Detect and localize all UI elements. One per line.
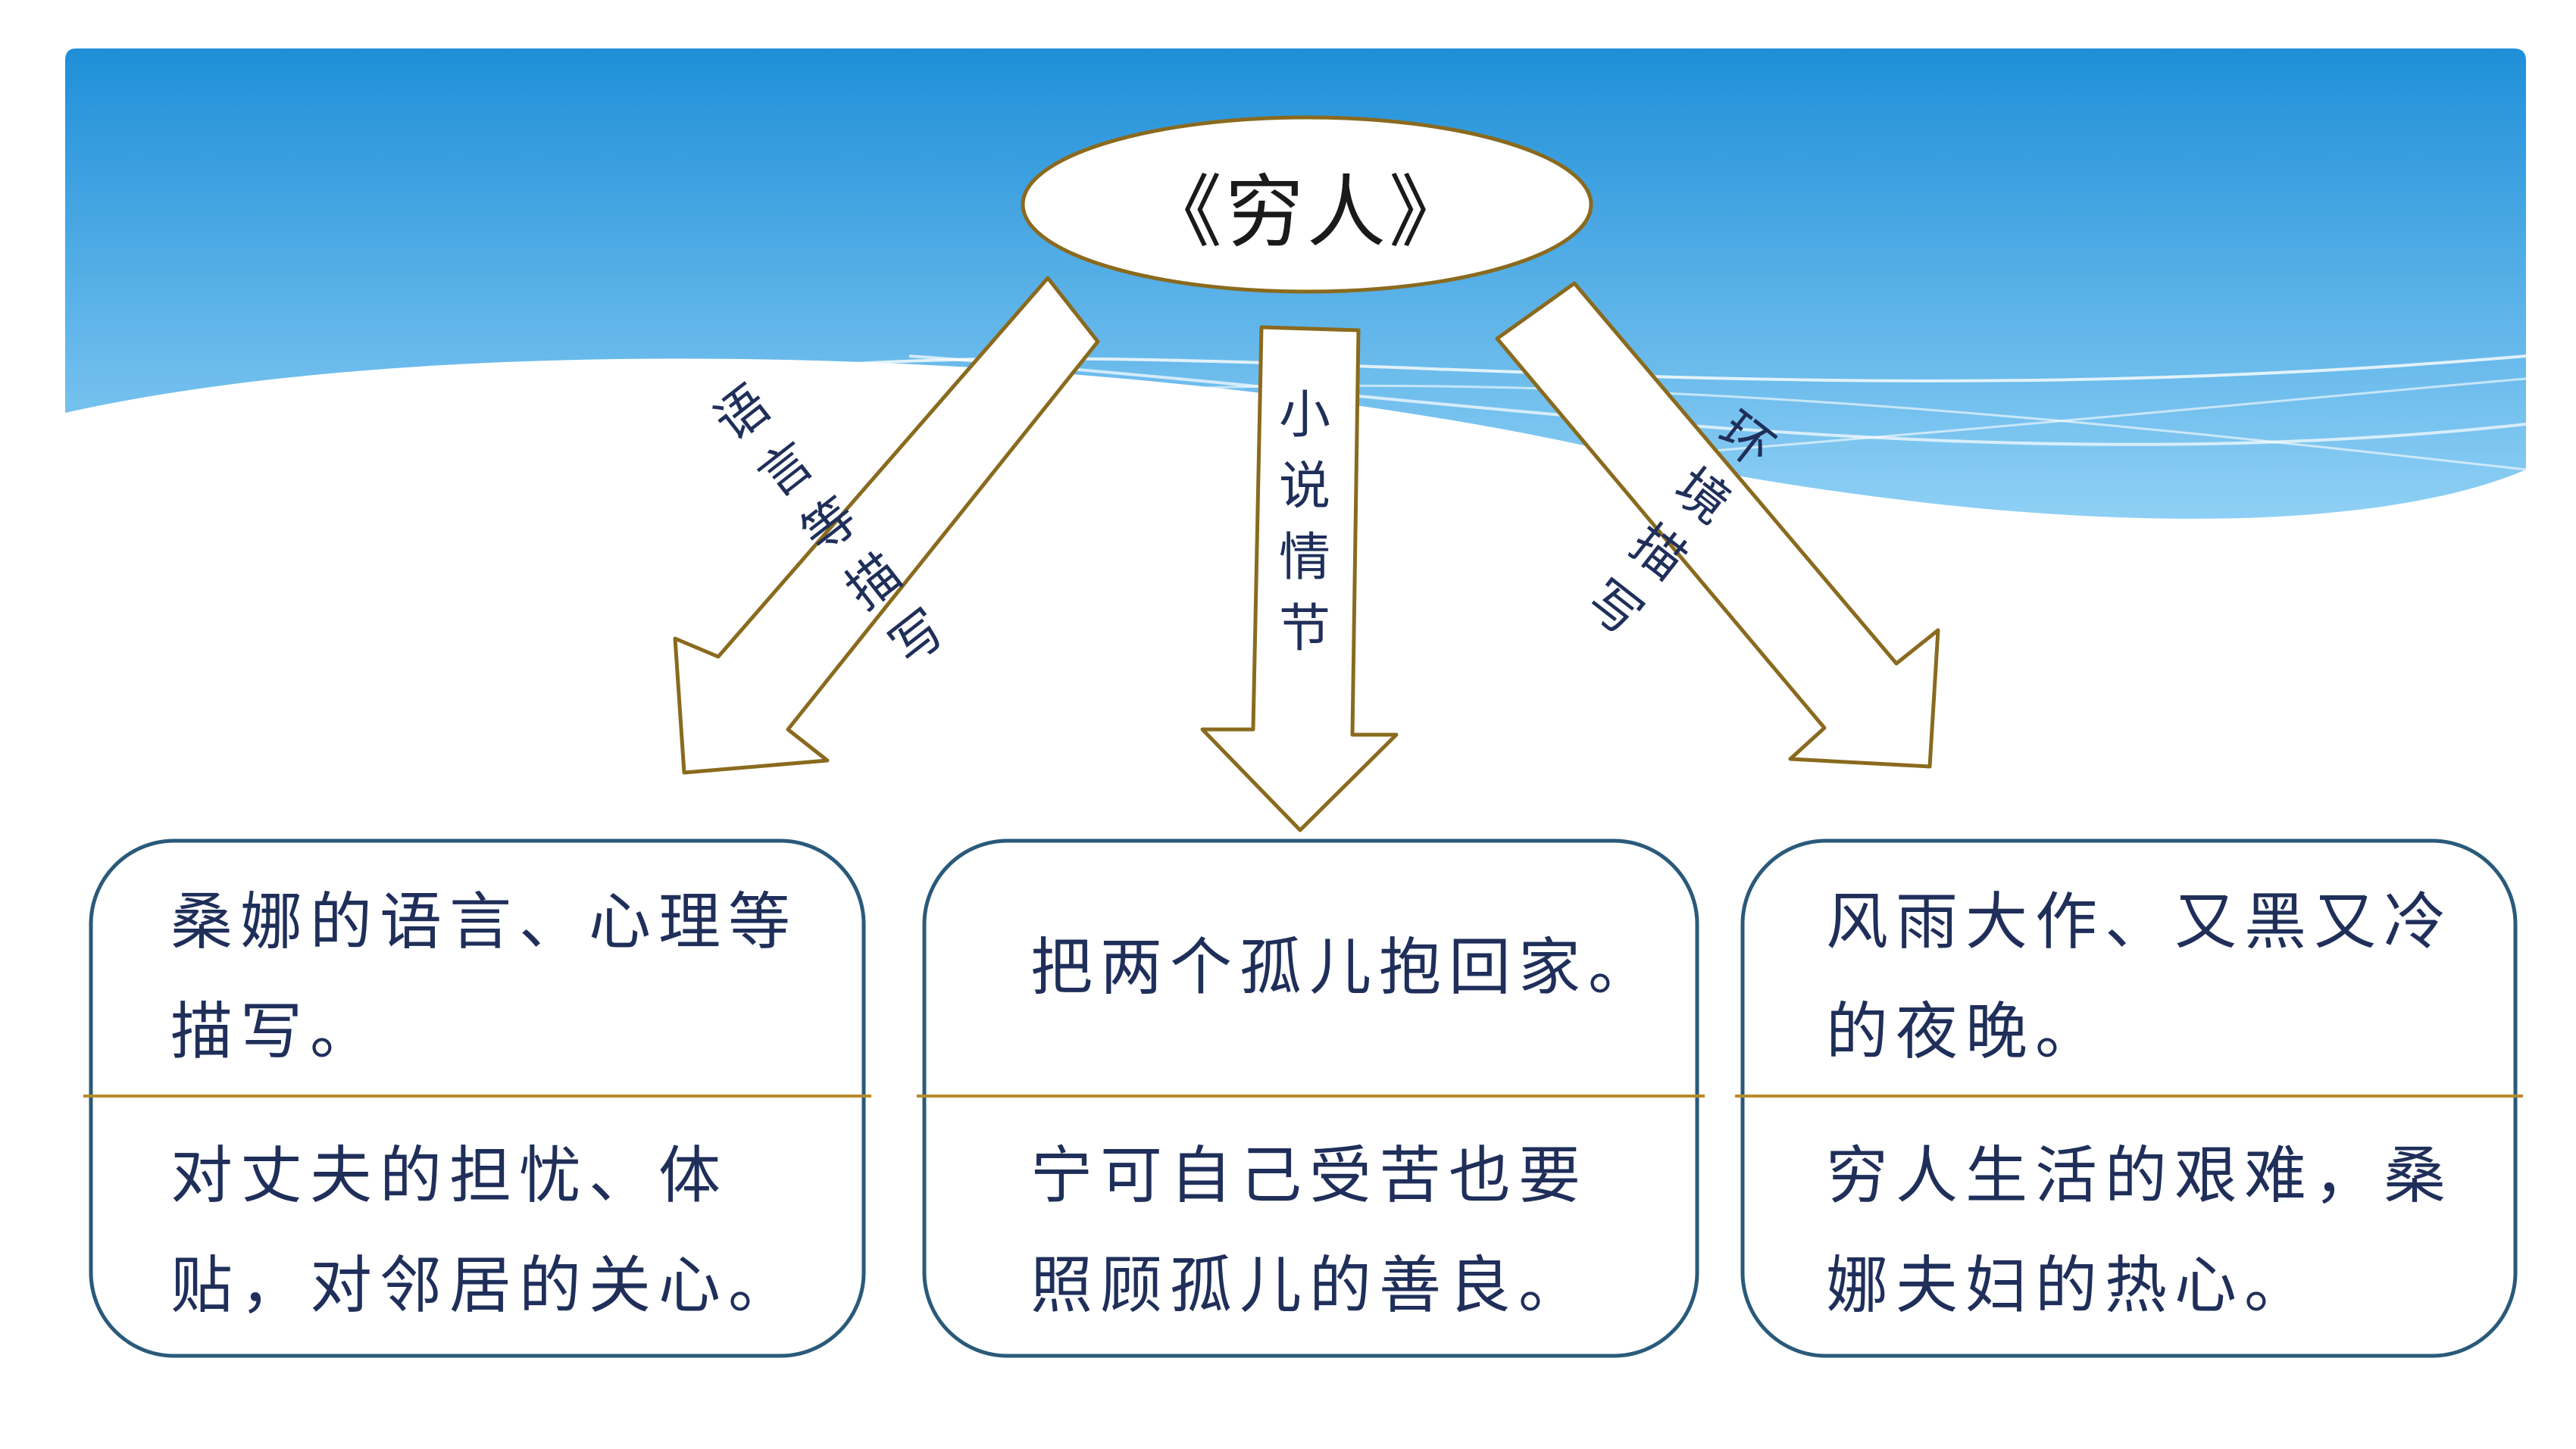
card-language: 桑娜的语言、心理等描写。 对丈夫的担忧、体贴，对邻居的关心。 [83, 841, 871, 1356]
card-top-text: 桑娜的语言、心理等描写。 [170, 886, 799, 1068]
card-bottom-text: 对丈夫的担忧、体贴，对邻居的关心。 [170, 1140, 799, 1322]
card-divider [83, 1095, 871, 1098]
diagram-title: 《穷人》 [1143, 165, 1471, 258]
card-bottom-text: 宁可自己受苦也要照顾孤儿的善良。 [1030, 1140, 1589, 1322]
card-frame-right [1740, 838, 2518, 1358]
card-bottom-text: 穷人生活的艰难，桑娜夫妇的热心。 [1826, 1140, 2454, 1322]
card-plot: 把两个孤儿抱回家。 宁可自己受苦也要照顾孤儿的善良。 [917, 841, 1705, 1356]
arrow-char: 情 [1279, 528, 1331, 588]
arrow-left [673, 276, 1100, 775]
arrow-middle [1200, 325, 1399, 832]
arrow-label-middle: 小 说 情 节 [1279, 390, 1330, 675]
arrow-char: 节 [1279, 599, 1331, 659]
arrow-char: 小 [1279, 386, 1331, 445]
card-divider [917, 1095, 1705, 1098]
card-divider [1735, 1095, 2523, 1098]
card-frame-middle [922, 838, 1699, 1358]
card-frame-left [89, 838, 866, 1358]
card-environment: 风雨大作、又黑又冷的夜晚。 穷人生活的艰难，桑娜夫妇的热心。 [1735, 841, 2523, 1356]
arrow-char: 说 [1279, 457, 1331, 517]
title-ellipse [1021, 115, 1593, 294]
card-top-text: 风雨大作、又黑又冷的夜晚。 [1826, 886, 2454, 1068]
card-top-text: 把两个孤儿抱回家。 [1030, 932, 1658, 1004]
arrow-right [1495, 281, 1940, 769]
